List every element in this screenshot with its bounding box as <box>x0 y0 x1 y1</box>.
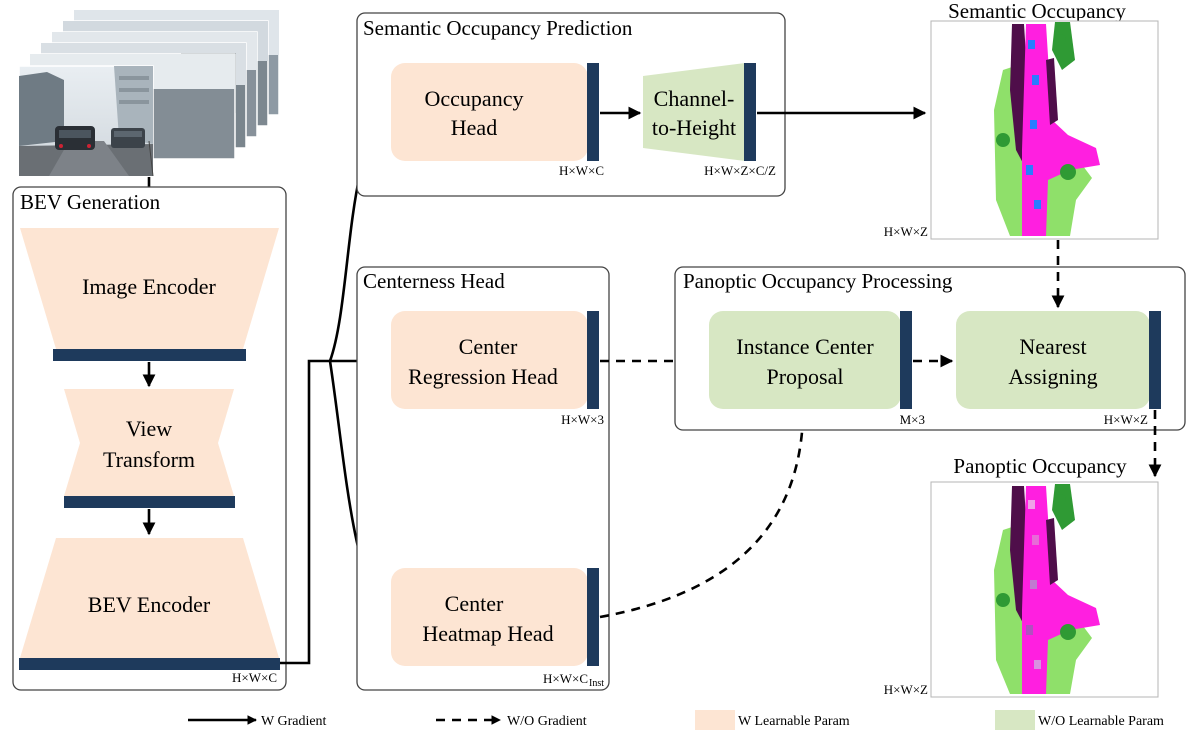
occupancy-head-label-line1: Occupancy <box>425 86 524 111</box>
centerness-head-panel: Centerness Head Center Regression Head H… <box>356 266 610 691</box>
center-heatmap-dim: H×W×C <box>543 671 588 686</box>
semantic-prediction-title: Semantic Occupancy Prediction <box>363 16 633 40</box>
occupancy-head-dim: H×W×C <box>559 163 604 178</box>
legend: W Gradient W/O Gradient W Learnable Para… <box>188 710 1164 730</box>
channel-to-height-block: Channel- to-Height H×W×Z×C/Z <box>643 63 776 178</box>
nearest-assigning-dim: H×W×Z <box>1104 412 1148 427</box>
channel-to-height-label-line1: Channel- <box>654 86 735 111</box>
panoptic-occupancy-dim: H×W×Z <box>884 682 928 697</box>
semantic-occupancy-prediction-panel: Semantic Occupancy Prediction Occupancy … <box>356 12 786 197</box>
center-heatmap-head-block: Center Heatmap Head H×W×C Inst <box>391 568 604 689</box>
legend-wo-gradient-label: W/O Gradient <box>507 714 587 729</box>
center-regression-label-line1: Center <box>459 334 518 359</box>
legend-w-gradient: W Gradient <box>188 714 327 729</box>
legend-w-gradient-label: W Gradient <box>261 714 327 729</box>
center-regression-label-line2: Regression Head <box>408 364 558 389</box>
legend-wo-learnable-label: W/O Learnable Param <box>1038 714 1164 729</box>
view-transform-label-line2: Transform <box>103 447 195 472</box>
bev-dim-label: H×W×C <box>232 670 277 685</box>
camera-images-icon <box>18 9 280 177</box>
occupancy-head-block: Occupancy Head H×W×C <box>391 63 604 178</box>
bev-generation-title: BEV Generation <box>20 190 161 214</box>
panoptic-occupancy-map-icon <box>930 481 1159 698</box>
panoptic-occupancy-title: Panoptic Occupancy <box>953 454 1127 478</box>
instance-center-label-line1: Instance Center <box>736 334 874 359</box>
view-transform-label-line1: View <box>126 416 172 441</box>
arrow-heatmap-to-instance <box>599 414 810 619</box>
bev-encoder-block: BEV Encoder <box>19 538 280 670</box>
nearest-assigning-label-line2: Assigning <box>1008 364 1097 389</box>
bev-generation-panel: BEV Generation Image Encoder View Transf… <box>12 186 287 691</box>
image-encoder-label: Image Encoder <box>82 274 216 299</box>
legend-w-learnable: W Learnable Param <box>695 710 850 730</box>
instance-center-label-line2: Proposal <box>767 364 844 389</box>
image-encoder-block: Image Encoder <box>20 228 279 361</box>
center-heatmap-label-line1: Center <box>445 591 504 616</box>
panoptic-occupancy-output: Panoptic Occupancy H×W×Z <box>884 454 1159 698</box>
channel-to-height-label-line2: to-Height <box>652 115 736 140</box>
legend-w-learnable-label: W Learnable Param <box>738 714 850 729</box>
semantic-occupancy-title: Semantic Occupancy <box>948 0 1126 23</box>
centerness-head-title: Centerness Head <box>363 269 505 293</box>
legend-wo-gradient: W/O Gradient <box>436 714 587 729</box>
center-heatmap-dim-subscript: Inst <box>589 678 604 689</box>
instance-center-dim: M×3 <box>900 412 925 427</box>
center-regression-dim: H×W×3 <box>561 412 604 427</box>
panoptic-occupancy-processing-panel: Panoptic Occupancy Processing Instance C… <box>674 266 1186 431</box>
panoptic-processing-title: Panoptic Occupancy Processing <box>683 269 953 293</box>
nearest-assigning-block: Nearest Assigning H×W×Z <box>956 311 1161 427</box>
occupancy-head-label-line2: Head <box>451 115 497 140</box>
channel-to-height-dim: H×W×Z×C/Z <box>704 163 776 178</box>
bev-encoder-label: BEV Encoder <box>88 592 211 617</box>
nearest-assigning-label-line1: Nearest <box>1019 334 1086 359</box>
view-transform-block: View Transform <box>64 389 235 508</box>
legend-wo-learnable: W/O Learnable Param <box>995 710 1164 730</box>
semantic-occupancy-map-icon <box>930 20 1159 240</box>
semantic-occupancy-dim: H×W×Z <box>884 224 928 239</box>
instance-center-proposal-block: Instance Center Proposal M×3 <box>709 311 925 427</box>
center-regression-head-block: Center Regression Head H×W×3 <box>391 311 604 427</box>
center-heatmap-label-line2: Heatmap Head <box>422 621 553 646</box>
semantic-occupancy-output: Semantic Occupancy H×W×Z <box>884 0 1159 240</box>
